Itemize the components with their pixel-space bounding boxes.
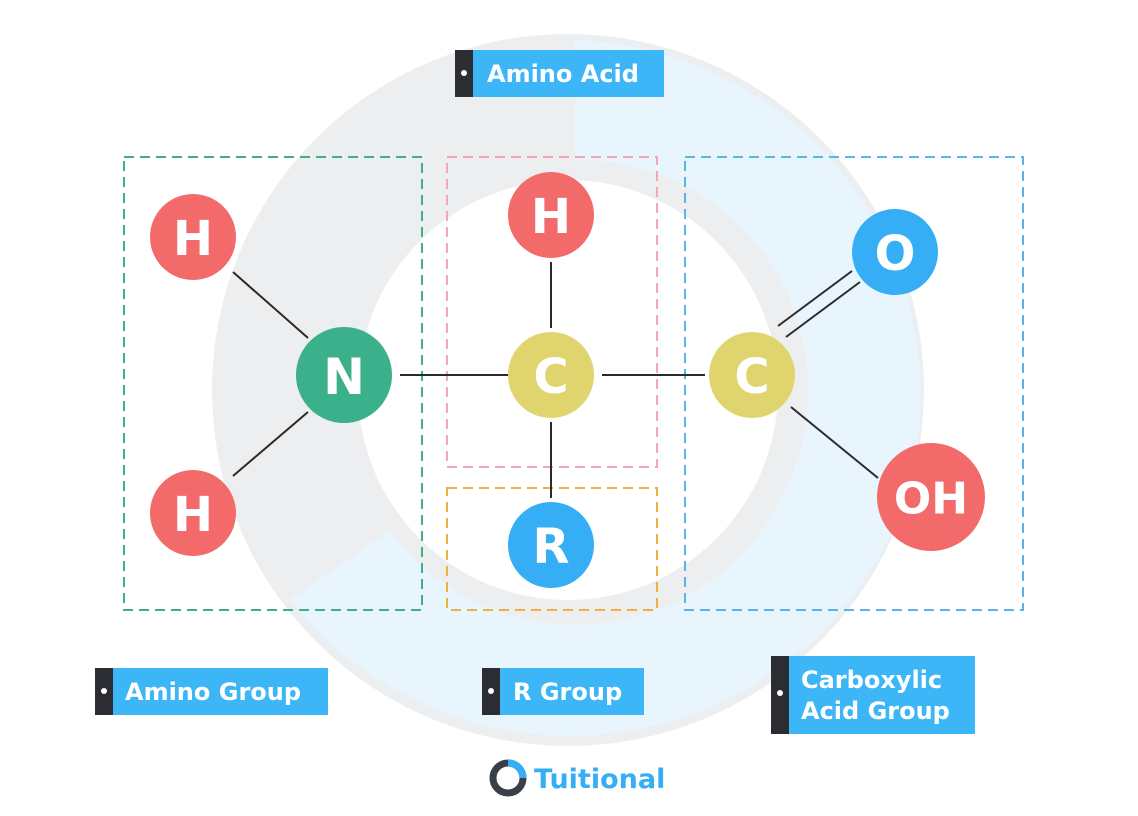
atom-h-top-center: H (508, 172, 594, 258)
tag-dot (777, 690, 783, 696)
page-title: Amino Acid (487, 60, 639, 88)
tag-background (95, 668, 328, 715)
atom-label: H (173, 211, 213, 267)
atom-label: OH (894, 474, 968, 525)
atom-hydroxyl: OH (877, 443, 985, 551)
amino-group-label: Amino Group (125, 678, 301, 706)
atom-label: C (734, 349, 769, 405)
title-tag: Amino Acid (455, 50, 664, 97)
oxygen-atom-circle (852, 209, 938, 295)
hydrogen-atom-circle (150, 470, 236, 556)
brand-logo-accent-icon (507, 759, 527, 779)
atom-label: N (323, 348, 365, 406)
atom-carboxyl-carbon: C (709, 332, 795, 418)
atom-label: C (533, 349, 568, 405)
hydrogen-atom-circle (508, 172, 594, 258)
bond-c-oh (790, 406, 879, 479)
tag-background (771, 656, 975, 734)
atom-label: H (531, 189, 571, 245)
atom-alpha-carbon: C (508, 332, 594, 418)
brand-logo: Tuitional (489, 759, 665, 797)
amino-group-box (123, 156, 423, 611)
tag-background (482, 668, 644, 715)
watermark-ring-blue-top (575, 40, 921, 500)
hydroxyl-atom-circle (877, 443, 985, 551)
bond-h-n-top (232, 271, 309, 339)
bond-c-o-double-2 (785, 281, 861, 338)
atom-label: H (173, 487, 213, 543)
watermark-ring-blue-bottom (290, 500, 905, 736)
r-group-atom-circle (508, 502, 594, 588)
r-group-tag: R Group (482, 668, 644, 715)
r-group-label: R Group (513, 678, 622, 706)
atom-h-top-left: H (150, 194, 236, 280)
tag-background (455, 50, 664, 97)
bonds (232, 262, 879, 498)
atom-label: O (875, 226, 916, 282)
carboxylic-group-label-line2: Acid Group (801, 697, 950, 725)
carboxylic-group-label-line1: Carboxylic (801, 666, 942, 694)
brand-name: Tuitional (534, 764, 665, 795)
tag-dot (461, 70, 467, 76)
hydrogen-atom-circle (150, 194, 236, 280)
carboxylic-group-tag: Carboxylic Acid Group (771, 656, 975, 734)
atom-nitrogen: N (296, 327, 392, 423)
bond-h-n-bottom (232, 411, 309, 477)
carbon-atom-circle (709, 332, 795, 418)
atom-h-bottom-left: H (150, 470, 236, 556)
atom-r-group: R (508, 502, 594, 588)
amino-group-tag: Amino Group (95, 668, 328, 715)
carbon-atom-circle (508, 332, 594, 418)
tag-dot (101, 688, 107, 694)
atom-label: R (533, 519, 570, 575)
carboxylic-group-box (684, 156, 1024, 611)
bond-c-o-double-1 (777, 270, 853, 327)
atom-oxygen: O (852, 209, 938, 295)
tag-dot (488, 688, 494, 694)
nitrogen-atom-circle (296, 327, 392, 423)
